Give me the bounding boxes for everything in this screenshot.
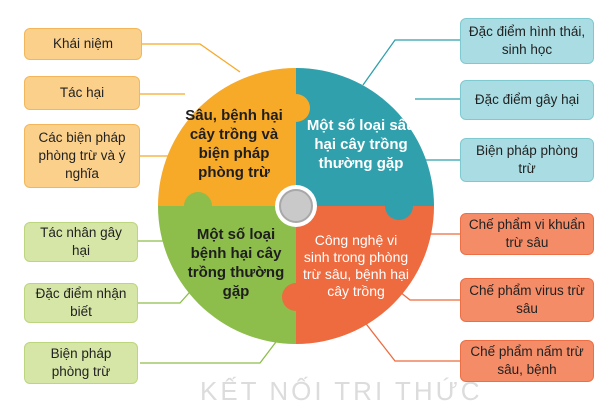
left-box-bien-phap: Các biện pháp phòng trừ và ý nghĩa [24, 124, 140, 188]
quadrant-bottom-left [158, 206, 296, 344]
right-box-nam: Chế phẩm nấm trừ sâu, bệnh [460, 340, 594, 382]
quadrant-title-top-left: Sâu, bệnh hại cây trồng và biện pháp phò… [185, 107, 283, 181]
quadrant-title-top-right: Một số loại sâu hại cây trồng thường gặp [306, 116, 416, 172]
right-box-gay-hai: Đặc điểm gây hại [460, 80, 594, 120]
central-circle [158, 68, 434, 344]
quadrant-top-left [158, 68, 296, 206]
quadrant-title-bottom-left: Một số loại bệnh hại cây trồng thường gặ… [187, 226, 285, 300]
right-box-phong-tru: Biện pháp phòng trừ [460, 138, 594, 182]
right-box-hinh-thai: Đặc điểm hình thái, sinh học [460, 18, 594, 64]
left-box-tac-hai: Tác hại [24, 76, 140, 110]
watermark: KẾT NỐI TRI THỨC [200, 376, 483, 406]
left-box-tac-nhan: Tác nhân gây hại [24, 222, 138, 262]
right-box-vi-khuan: Chế phẩm vi khuẩn trừ sâu [460, 213, 594, 255]
quadrant-top-right [296, 68, 434, 206]
quadrant-bottom-right [296, 206, 434, 344]
left-box-dac-diem: Đặc điểm nhận biết [24, 283, 138, 323]
left-box-phong-tru: Biện pháp phòng trừ [24, 342, 138, 384]
quadrant-title-bottom-right: Công nghệ vi sinh trong phòng trừ sâu, b… [303, 232, 409, 299]
right-box-virus: Chế phẩm virus trừ sâu [460, 278, 594, 322]
left-box-khai-niem: Khái niệm [24, 28, 142, 60]
